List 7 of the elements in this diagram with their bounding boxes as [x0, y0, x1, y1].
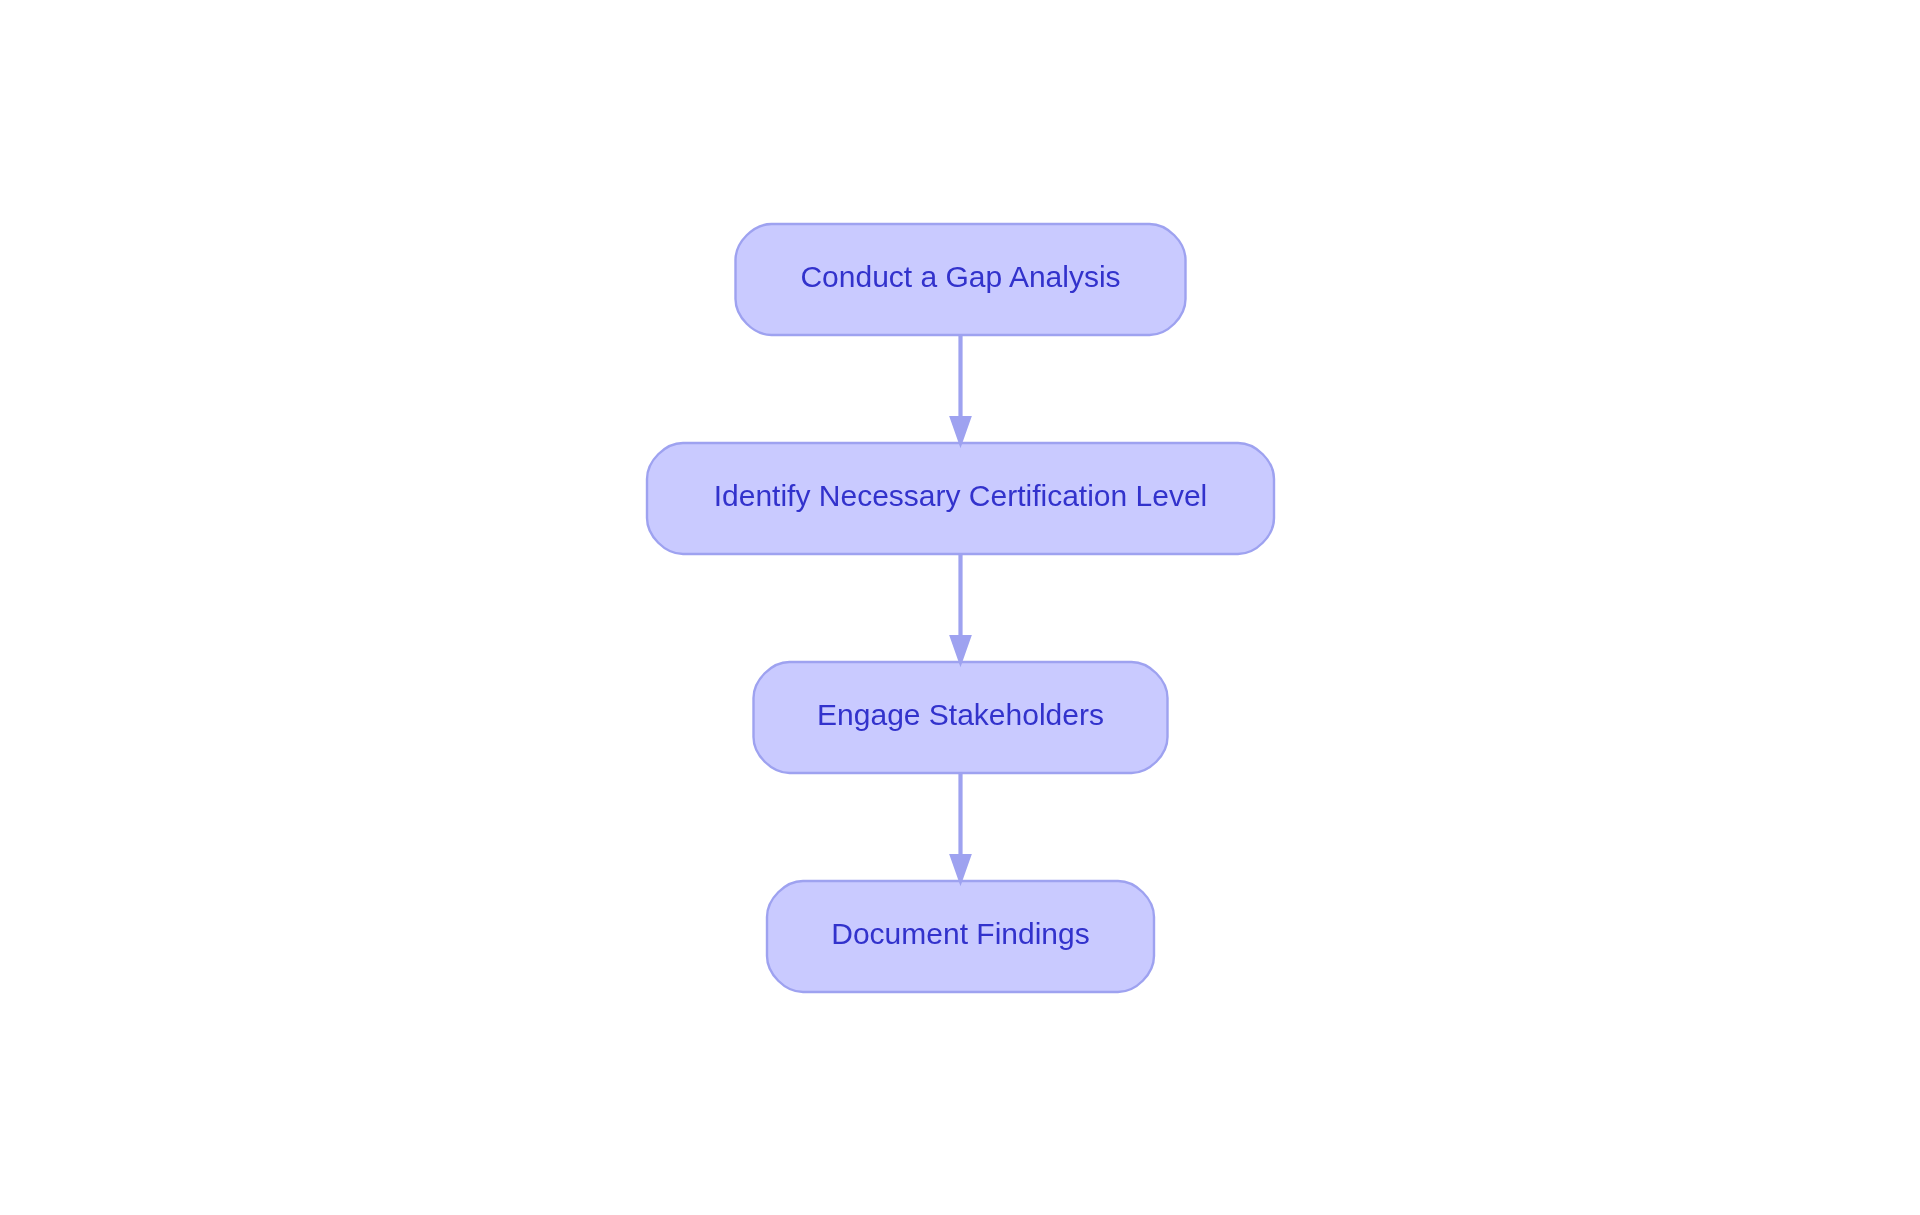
node-box: Identify Necessary Certification Level	[645, 441, 1275, 555]
node-box: Conduct a Gap Analysis	[733, 222, 1187, 336]
node-box: Engage Stakeholders	[751, 660, 1169, 774]
node-box: Document Findings	[765, 879, 1155, 993]
arrow	[948, 553, 972, 667]
arrow	[948, 334, 972, 448]
arrow	[948, 772, 972, 886]
